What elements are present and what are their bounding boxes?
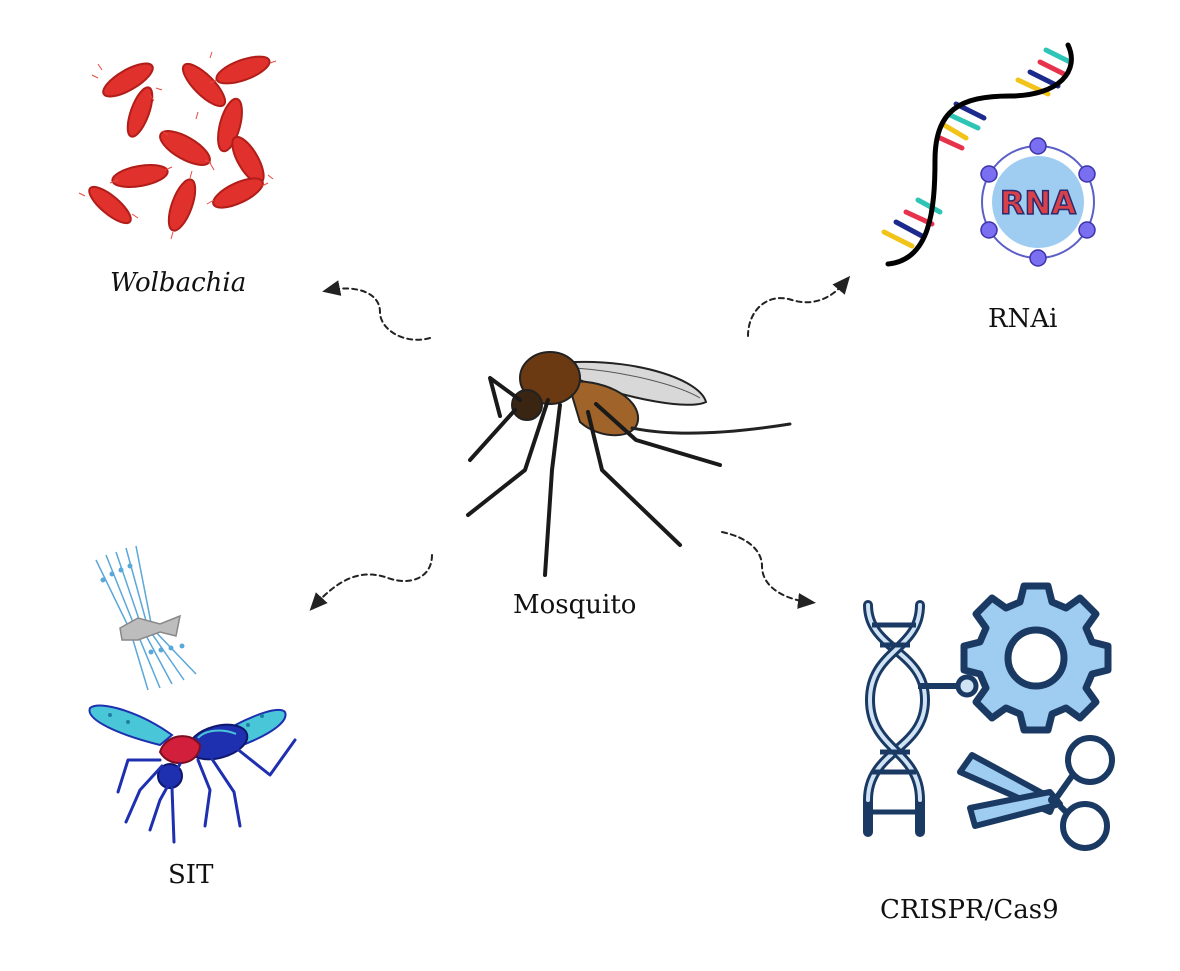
irradiation-icon [95, 545, 197, 691]
bacteria-icon [88, 55, 271, 232]
dna-gear-scissors-icon [863, 582, 1115, 851]
rna-badge-icon: RNA [980, 137, 1096, 267]
label-sit: SIT [168, 860, 214, 890]
rna-helix-icon [881, 42, 1074, 267]
rna-badge-text: RNA [1000, 184, 1076, 222]
label-crispr-cas9: CRISPR/Cas9 [880, 895, 1059, 925]
bacteria-cilia [78, 51, 277, 240]
label-mosquito: Mosquito [513, 590, 637, 620]
label-wolbachia: Wolbachia [110, 268, 247, 298]
label-rnai: RNAi [988, 304, 1058, 334]
sterile-mosquito-icon [88, 704, 297, 844]
dashed-arrow-icon [309, 275, 851, 611]
mosquito-icon [466, 351, 792, 577]
